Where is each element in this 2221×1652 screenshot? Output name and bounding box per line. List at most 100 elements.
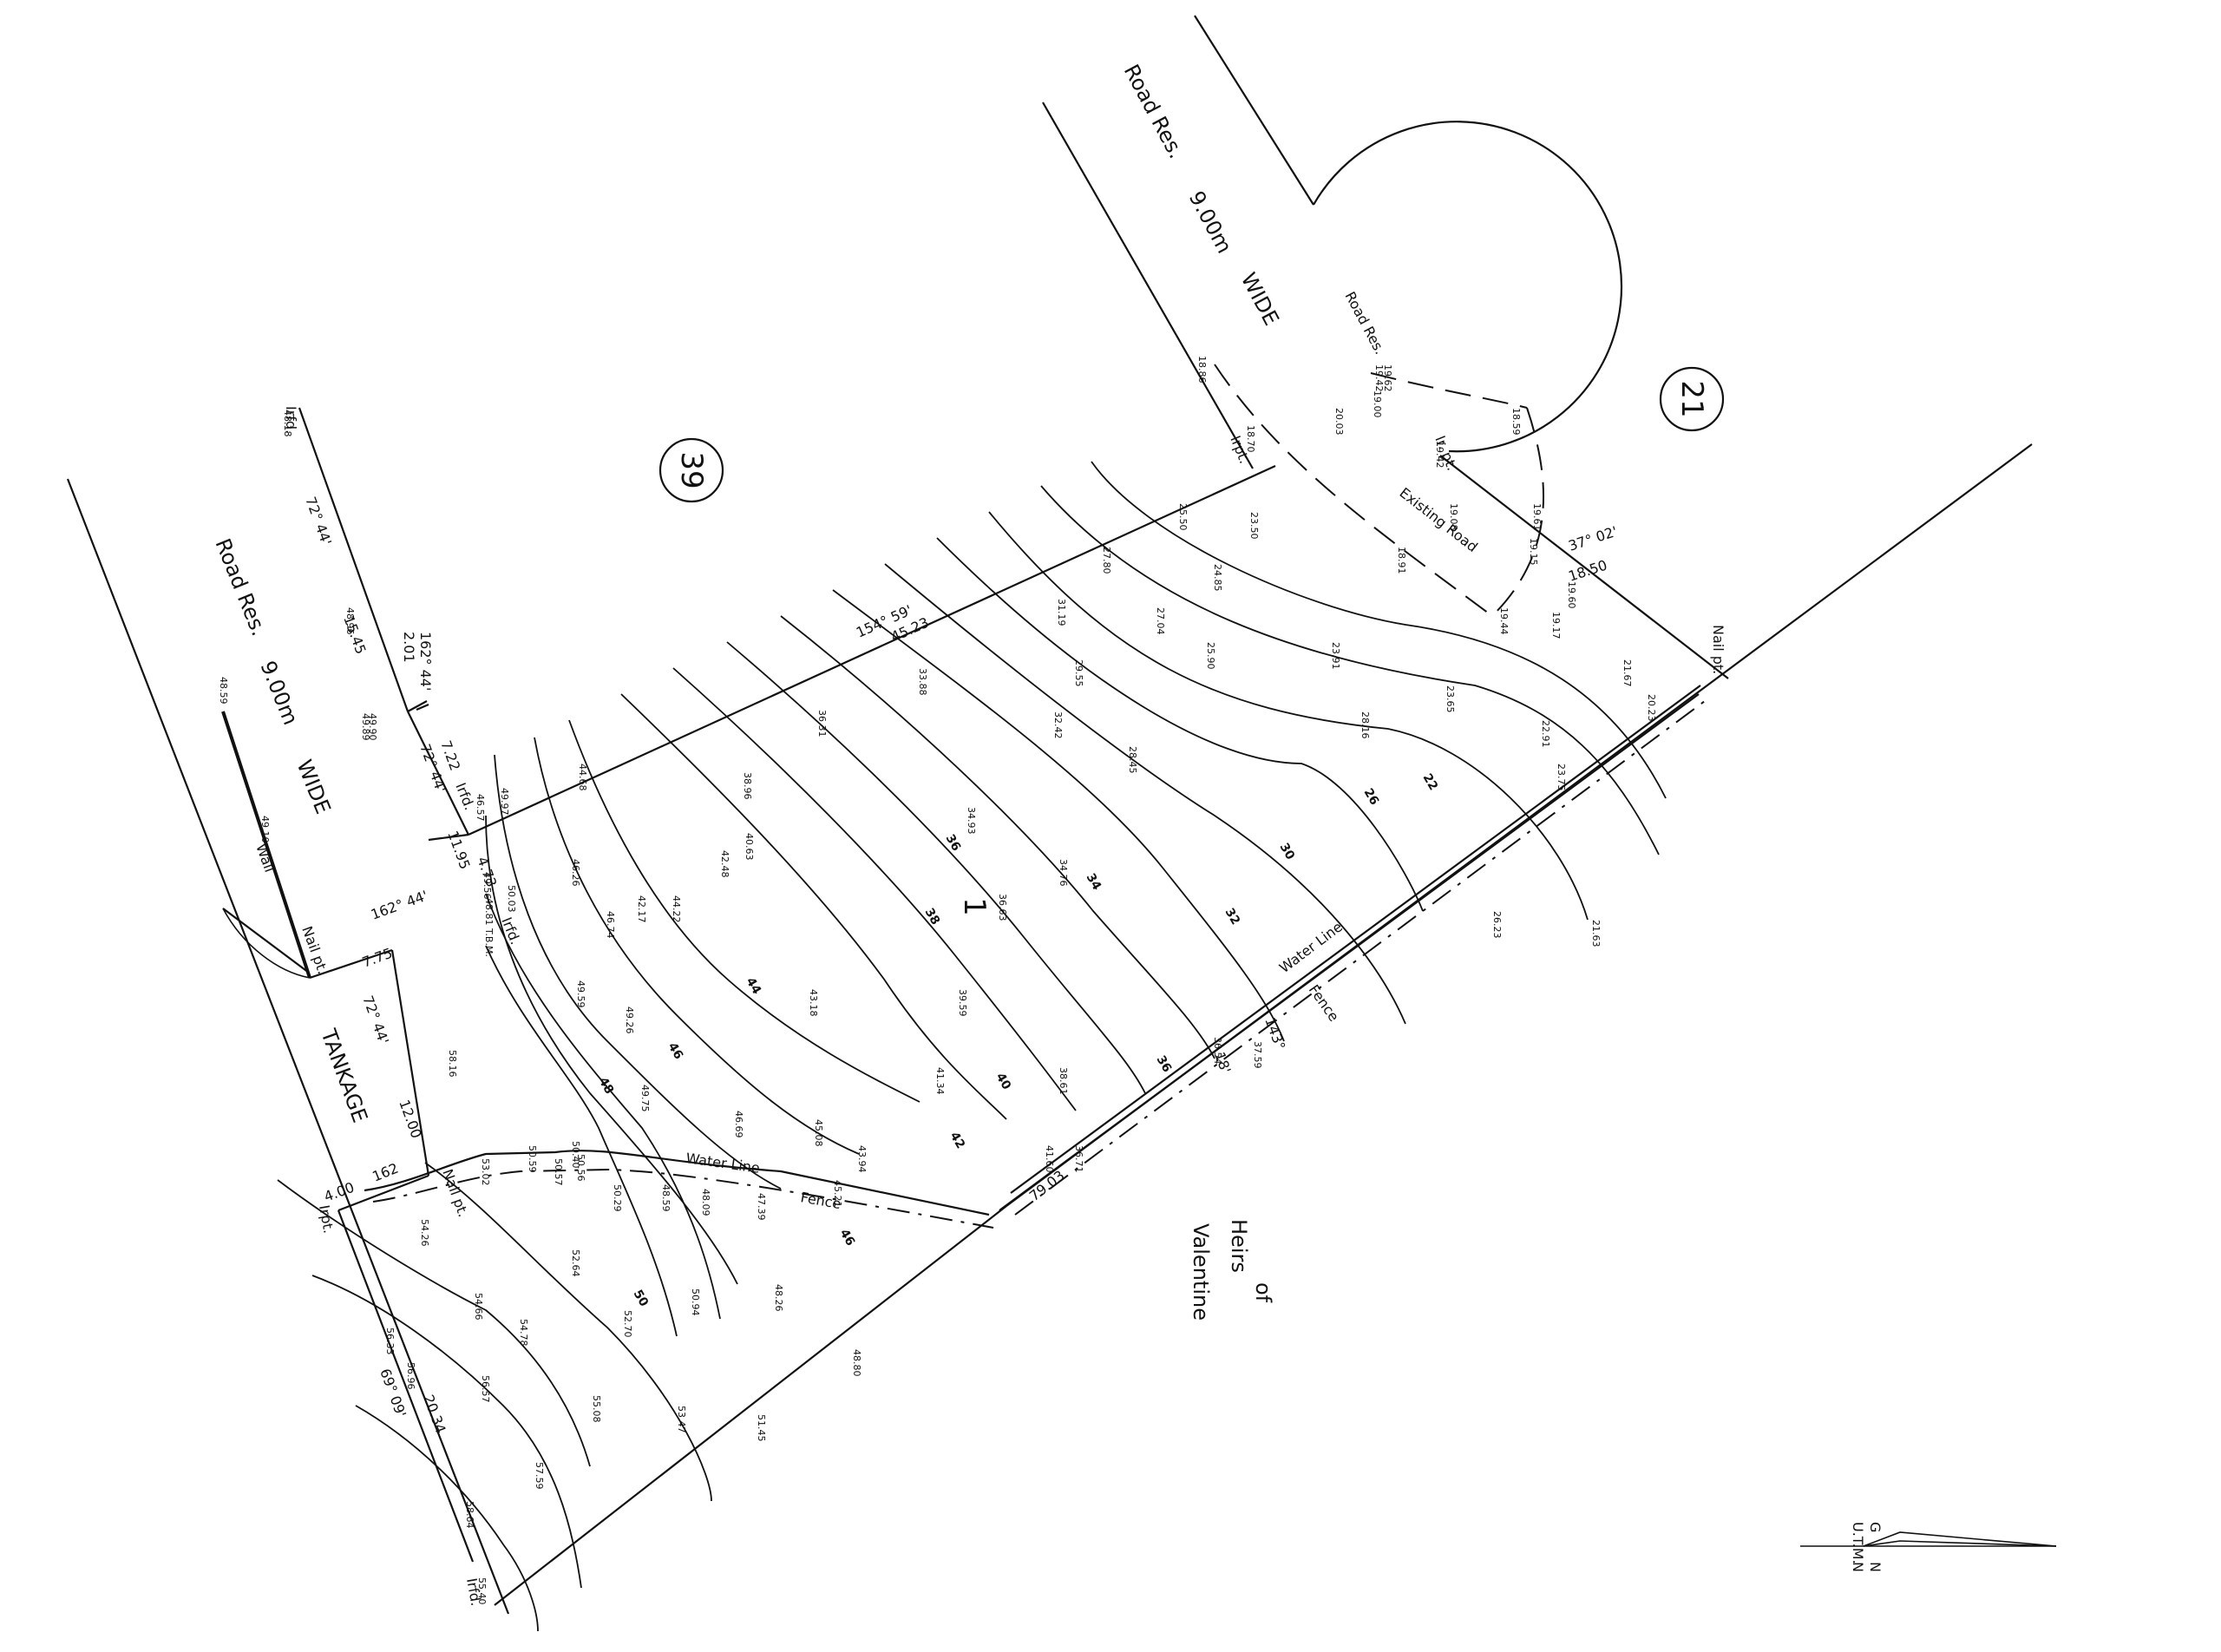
spot-height: 26.23: [1491, 911, 1503, 939]
contour-label: 44: [744, 975, 764, 997]
spot-height: 23.50: [1248, 512, 1260, 540]
contour-24: [988, 511, 1589, 921]
contour-label: 26: [1361, 786, 1382, 808]
spot-height: 24.85: [1212, 564, 1223, 592]
spot-height: 44.22: [671, 895, 682, 923]
contour-label: 42: [947, 1130, 968, 1151]
spot-height: 19.15: [1528, 538, 1539, 566]
north-arrow-label-n2: N: [1850, 1562, 1866, 1572]
dim-72-44-a: 72° 44': [302, 495, 335, 547]
dim-162-44-b: 162° 44': [369, 888, 430, 923]
lot1-north-line: [468, 464, 1276, 836]
spot-height: 33.88: [917, 668, 928, 696]
road-reserve-lines: [66, 15, 1623, 1615]
water-fence-lines: [364, 685, 1706, 1229]
lot-1-label: 1: [957, 897, 992, 916]
west-lower-boundary: [337, 1210, 475, 1563]
spot-height: 54.78: [518, 1319, 529, 1347]
contour-54: [277, 1179, 591, 1467]
water-line-lower: [364, 1150, 990, 1216]
spot-height: 41.34: [934, 1067, 946, 1095]
contour-32: [780, 615, 1215, 1059]
tankage-label: TANKAGE: [316, 1026, 372, 1126]
spot-height: 50.57: [553, 1158, 564, 1186]
spot-height: 48.59: [218, 677, 229, 705]
spot-height: 50.40: [570, 1141, 581, 1169]
spot-height: 46.69: [733, 1111, 744, 1138]
spot-height: 52.70: [622, 1310, 633, 1338]
nail-pt-bottom: Nail pt.: [439, 1167, 471, 1219]
dim-69-09: 69° 09': [377, 1367, 409, 1419]
contour-46: [485, 815, 738, 1285]
spot-height: 39.59: [957, 989, 968, 1017]
north-arrow: G N U.T.M. N: [1800, 1522, 2057, 1572]
spot-height: 52.64: [570, 1249, 581, 1277]
contour-label: 34: [1084, 871, 1104, 893]
dim-72-44-c: 72° 44': [359, 993, 392, 1046]
spot-height: 19.42: [1373, 364, 1385, 392]
west-boundary-mid: [407, 711, 469, 836]
dim-162-44-a: 162° 44': [417, 632, 434, 691]
fence-right: [1014, 700, 1706, 1216]
contour-label: 50: [631, 1288, 652, 1309]
tick-b: [407, 700, 428, 712]
top-road-name: Road Res.: [1119, 61, 1189, 163]
spot-height: 48.26: [773, 1284, 784, 1312]
dim-162-small: 162: [370, 1160, 400, 1185]
contour-26: [936, 537, 1424, 912]
lot-39-circle: [658, 437, 724, 503]
tick-a: [416, 703, 429, 711]
lot-21-circle: [1659, 366, 1725, 432]
spot-height: 48.18: [282, 410, 293, 437]
spot-height: 23.91: [1330, 642, 1341, 670]
spot-height: 54.66: [473, 1293, 484, 1321]
spot-height: 50.59: [527, 1145, 538, 1173]
spot-height: 55.40: [476, 1577, 488, 1605]
contour-34: [726, 641, 1146, 1094]
spot-height: 56.96: [405, 1362, 416, 1390]
heirs-line2: of: [1251, 1282, 1275, 1303]
wall-label: Wall: [252, 842, 278, 875]
spot-height: 21.67: [1622, 659, 1633, 687]
spot-height: 49.89: [360, 713, 371, 741]
spot-height: 56.57: [480, 1375, 491, 1403]
top-road-width: 9.00m: [1184, 187, 1237, 258]
spot-height: 40.63: [744, 833, 755, 861]
spot-height: 54.26: [419, 1219, 430, 1247]
spot-height: 19.62: [1382, 364, 1393, 392]
spot-height: 44.68: [577, 764, 588, 791]
contour-lines: [277, 461, 1667, 1632]
existing-road-dashed: [1214, 364, 1545, 617]
spot-height: 38.96: [742, 772, 753, 800]
spot-height: 53.47: [676, 1406, 687, 1433]
spot-height: 49.56: [482, 872, 493, 900]
east-boundary-inner: [999, 693, 1700, 1211]
dim-37-02: 37° 02': [1566, 523, 1619, 554]
spot-height: 48.80: [851, 1349, 862, 1377]
spot-height: 49.10: [259, 816, 271, 843]
tbm-label: 48.81 T.B.M.: [483, 898, 495, 957]
spot-height: 34.76: [1058, 859, 1069, 887]
spot-height: 31.19: [1056, 599, 1067, 626]
wall-line: [221, 711, 311, 979]
fence-right-label: Fence: [1306, 981, 1342, 1024]
dim-143: 143°: [1261, 1015, 1288, 1052]
contour-label: 40: [993, 1071, 1014, 1092]
contour-40: [568, 719, 921, 1103]
west-boundary-top: [298, 407, 409, 712]
fence-lower: [372, 1168, 994, 1229]
spot-height: 20.23: [1646, 694, 1657, 722]
spot-height: 18.86: [1196, 356, 1208, 384]
marker-labels: Irfd. Irfd. Irfd. Irfd. Irpt. Irpt. Ir. …: [283, 406, 1726, 1607]
spot-height: 36.31: [816, 710, 828, 738]
contour-label: 32: [1222, 906, 1243, 928]
spot-height: 28.16: [1359, 711, 1371, 739]
spot-height: 56.33: [384, 1328, 396, 1355]
contour-20: [1091, 461, 1667, 799]
spot-height: 50.56: [575, 1154, 586, 1182]
cul-de-sac-arc: [1313, 121, 1623, 453]
left-road-outer-line: [66, 478, 510, 1615]
spot-height: 38.61: [1058, 1067, 1069, 1095]
spot-height: 50.29: [612, 1184, 623, 1212]
